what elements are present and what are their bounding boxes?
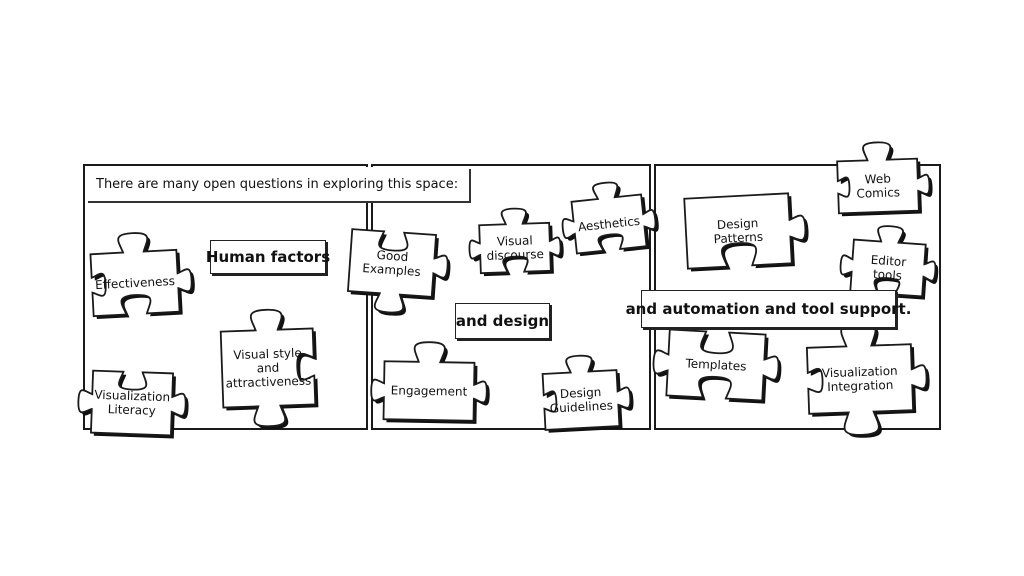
intro-caption: There are many open questions in explori… [86,167,469,201]
visual-style-piece-shape [219,308,317,428]
templates-piece-shape [652,328,780,402]
visual-discourse-piece-shape [468,207,562,275]
engagement-piece-label: Engagement [391,383,468,398]
effectiveness-piece-shape [89,232,193,318]
engagement-piece-shape [370,341,488,422]
design-guidelines-piece-label: Guidelines [549,398,613,415]
web-comics-piece-shape [836,141,931,215]
aesthetics-piece-label: Aesthetics [577,214,640,234]
effectiveness-piece-label: Effectiveness [95,274,175,292]
visual-discourse-piece-label: Visual [497,233,533,248]
visual-style-piece-label: and [256,361,279,376]
aesthetics-piece: Aesthetics [561,181,659,257]
visual-discourse-piece-label: discourse [486,247,544,263]
editor-tools-piece-label: Editor [870,253,906,269]
design-patterns-piece-shape [683,192,807,270]
good-examples-piece-shape [346,228,449,314]
visual-style-piece-label: Visual style [233,346,302,362]
design-guidelines-piece-label: Design [560,385,602,401]
templates-piece-label: Templates [684,356,747,373]
design-patterns-piece-label: Patterns [713,230,763,247]
engagement-piece: Engagement [370,341,490,424]
aesthetics-piece-shape [561,181,657,255]
visualization-literacy-piece-label: Literacy [107,402,156,418]
visualization-integration-piece-label: Integration [827,378,894,394]
visual-style-piece-label: attractiveness [225,374,311,391]
editor-tools-piece-shape [839,225,937,298]
design-guidelines-piece-shape [541,354,632,431]
editor-tools-piece-label: tools [873,267,903,283]
effectiveness-piece: Effectiveness [89,232,195,320]
human-factors-caption: Human factors [206,240,330,274]
templates-piece: Templates [652,328,782,404]
visualization-literacy-piece-shape [77,369,187,437]
good-examples-piece-label: Good [376,248,409,264]
web-comics-piece-label: Comics [856,185,900,201]
web-comics-piece-label: Web [864,172,891,187]
visualization-literacy-piece-label: Visualization [94,388,170,405]
automation-caption: and automation and tool support. [626,290,911,328]
visualization-integration-piece-label: Visualization [822,364,898,381]
and-design-caption: and design [455,303,550,339]
design-patterns-piece-label: Design [717,216,759,232]
good-examples-piece-label: Examples [362,261,421,279]
